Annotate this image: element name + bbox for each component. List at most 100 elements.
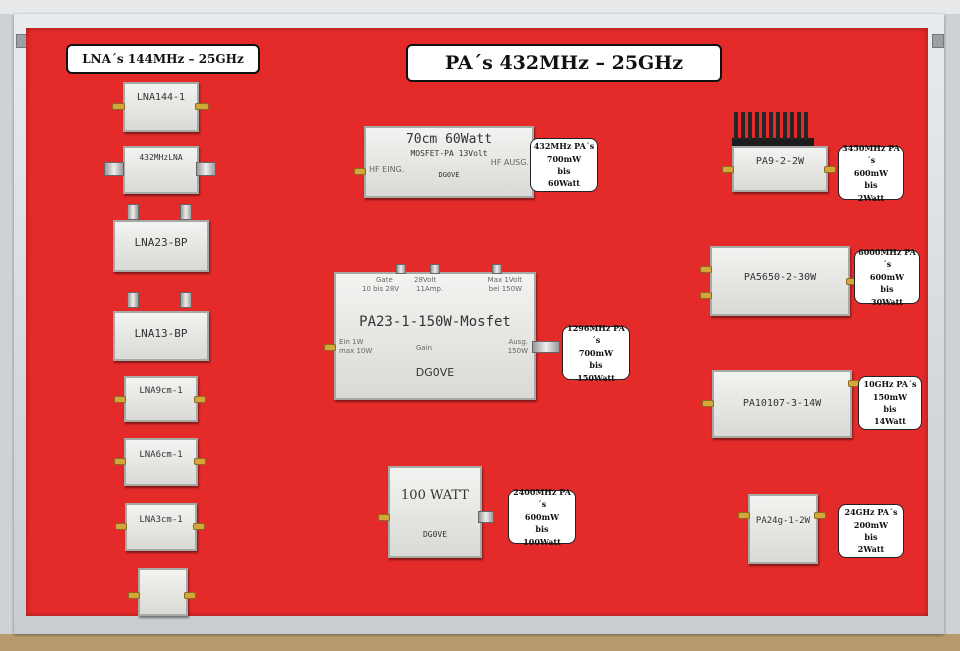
module-label: 432MHzLNA <box>139 153 183 162</box>
gain-label: Gain <box>416 344 433 352</box>
frame-clamp <box>932 34 944 48</box>
info-card-6000: 6000MHz PA´s 600mW bis 30Watt <box>854 247 920 307</box>
sma-connector <box>194 396 206 403</box>
n-connector <box>532 341 560 353</box>
input-max-label: max 10W <box>339 347 373 355</box>
card-max-power: 60Watt <box>548 178 580 189</box>
module-title: 70cm 60Watt <box>405 132 493 147</box>
background-wall <box>0 0 960 14</box>
n-connector <box>478 511 494 523</box>
sma-connector <box>112 103 125 110</box>
card-max-power: 30Watt <box>871 296 903 307</box>
card-max-power: 2Watt <box>857 192 885 203</box>
module-subtitle: MOSFET-PA 13Volt <box>410 149 488 158</box>
lna-module-432: 432MHzLNA <box>123 146 199 194</box>
info-card-24g: 24GHz PA´s 200mW bis 2Watt <box>838 504 904 558</box>
n-connector <box>196 162 216 176</box>
module-label: PA24g-1-2W <box>755 516 811 526</box>
card-max-power: 100Watt <box>523 536 561 547</box>
card-bis: bis <box>880 284 894 295</box>
max-value: bei 150W <box>488 285 522 293</box>
sma-connector <box>180 204 192 220</box>
sma-connector <box>194 458 206 465</box>
card-max-power: 14Watt <box>874 416 906 427</box>
info-card-1296: 1296MHz PA´s 700mW bis 150Watt <box>562 323 630 383</box>
module-label: PA10107-3-14W <box>742 398 822 409</box>
gate-value: 10 bis 28V <box>362 285 400 293</box>
module-title: 100 WATT <box>401 488 469 503</box>
output-power-label: 150W <box>507 347 528 355</box>
heatsink-icon <box>732 112 814 146</box>
sma-connector <box>114 458 126 465</box>
sma-connector <box>128 592 140 599</box>
sma-connector <box>354 168 366 175</box>
input-label: HF EING. <box>369 165 405 174</box>
module-label: LNA13-BP <box>134 327 188 340</box>
output-label: Ausg. <box>508 338 528 346</box>
brand-label: DG0VE <box>415 366 455 379</box>
card-min-power: 600mW <box>869 271 905 282</box>
max-label: Max 1Volt <box>487 276 522 284</box>
card-frequency: 2400MHz PA´s <box>513 487 571 510</box>
card-bis: bis <box>883 404 897 414</box>
pa-module-13cm: 100 WATT DG0VE <box>388 466 482 558</box>
card-bis: bis <box>557 166 571 176</box>
pa-heading: PA´s 432MHz – 25GHz <box>406 44 722 82</box>
sma-connector <box>722 166 734 173</box>
input-label: Ein 1W <box>339 338 364 346</box>
sma-connector <box>115 523 127 530</box>
pa-module-70cm: 70cm 60Watt MOSFET-PA 13Volt HF EING. HF… <box>364 126 534 198</box>
feedthrough <box>396 264 406 274</box>
module-label: LNA9cm-1 <box>139 386 183 396</box>
drain-value: 11Amp. <box>416 285 444 293</box>
card-frequency: 24GHz PA´s <box>844 507 898 518</box>
brand-label: DG0VE <box>438 171 460 179</box>
card-min-power: 600mW <box>853 167 889 178</box>
module-label: LNA144-1 <box>136 92 186 103</box>
module-label: PA9-2-2W <box>755 156 805 167</box>
card-frequency: 1296MHz PA´s <box>567 323 625 346</box>
n-connector <box>104 162 124 176</box>
pa-module-5cm: PA5650-2-30W <box>710 246 850 316</box>
pa-module-3cm: PA10107-3-14W <box>712 370 852 438</box>
card-frequency: 10GHz PA´s <box>863 379 917 390</box>
card-bis: bis <box>589 360 603 371</box>
sma-connector <box>180 292 192 308</box>
lna-module-23bp: LNA23-BP <box>113 220 209 272</box>
lna-module-3cm: LNA3cm-1 <box>125 503 197 551</box>
card-min-power: 600mW <box>524 511 560 522</box>
feedthrough <box>492 264 502 274</box>
info-card-10g: 10GHz PA´s 150mW bis 14Watt <box>858 376 922 430</box>
info-card-2400: 2400MHz PA´s 600mW bis 100Watt <box>508 487 576 547</box>
lna-module-24g <box>138 568 188 616</box>
module-label: LNA3cm-1 <box>139 515 183 525</box>
module-label: LNA6cm-1 <box>139 450 183 460</box>
card-max-power: 2Watt <box>857 544 885 555</box>
pa-module-23cm: Gate 10 bis 28V 28Volt 11Amp. Max 1Volt … <box>334 272 536 400</box>
sma-connector <box>127 292 139 308</box>
info-card-432: 432MHz PA´s 700mW bis 60Watt <box>530 138 598 192</box>
pa-module-9cm: PA9-2-2W <box>732 146 828 192</box>
sma-connector <box>127 204 139 220</box>
sma-connector <box>700 292 712 299</box>
sma-connector <box>700 266 712 273</box>
sma-connector <box>193 523 205 530</box>
table-surface <box>0 634 960 651</box>
sma-connector <box>702 400 714 407</box>
gate-label: Gate <box>376 276 393 284</box>
brand-label: DG0VE <box>422 530 448 539</box>
info-card-3450: 3450MHz PA´s 600mW bis 2Watt <box>838 143 904 203</box>
card-max-power: 150Watt <box>577 372 615 383</box>
red-display-board: LNA´s 144MHz – 25GHz PA´s 432MHz – 25GHz… <box>26 28 928 616</box>
sma-connector <box>814 512 826 519</box>
card-bis: bis <box>535 524 549 535</box>
drain-label: 28Volt <box>414 276 437 284</box>
sma-connector <box>114 396 126 403</box>
output-label: HF AUSG. <box>490 158 529 167</box>
card-min-power: 200mW <box>853 519 889 530</box>
sma-connector <box>824 166 836 173</box>
card-min-power: 700mW <box>578 347 614 358</box>
card-bis: bis <box>864 532 878 542</box>
module-label: PA5650-2-30W <box>743 272 817 283</box>
module-title: PA23-1-150W-Mosfet <box>359 314 511 330</box>
